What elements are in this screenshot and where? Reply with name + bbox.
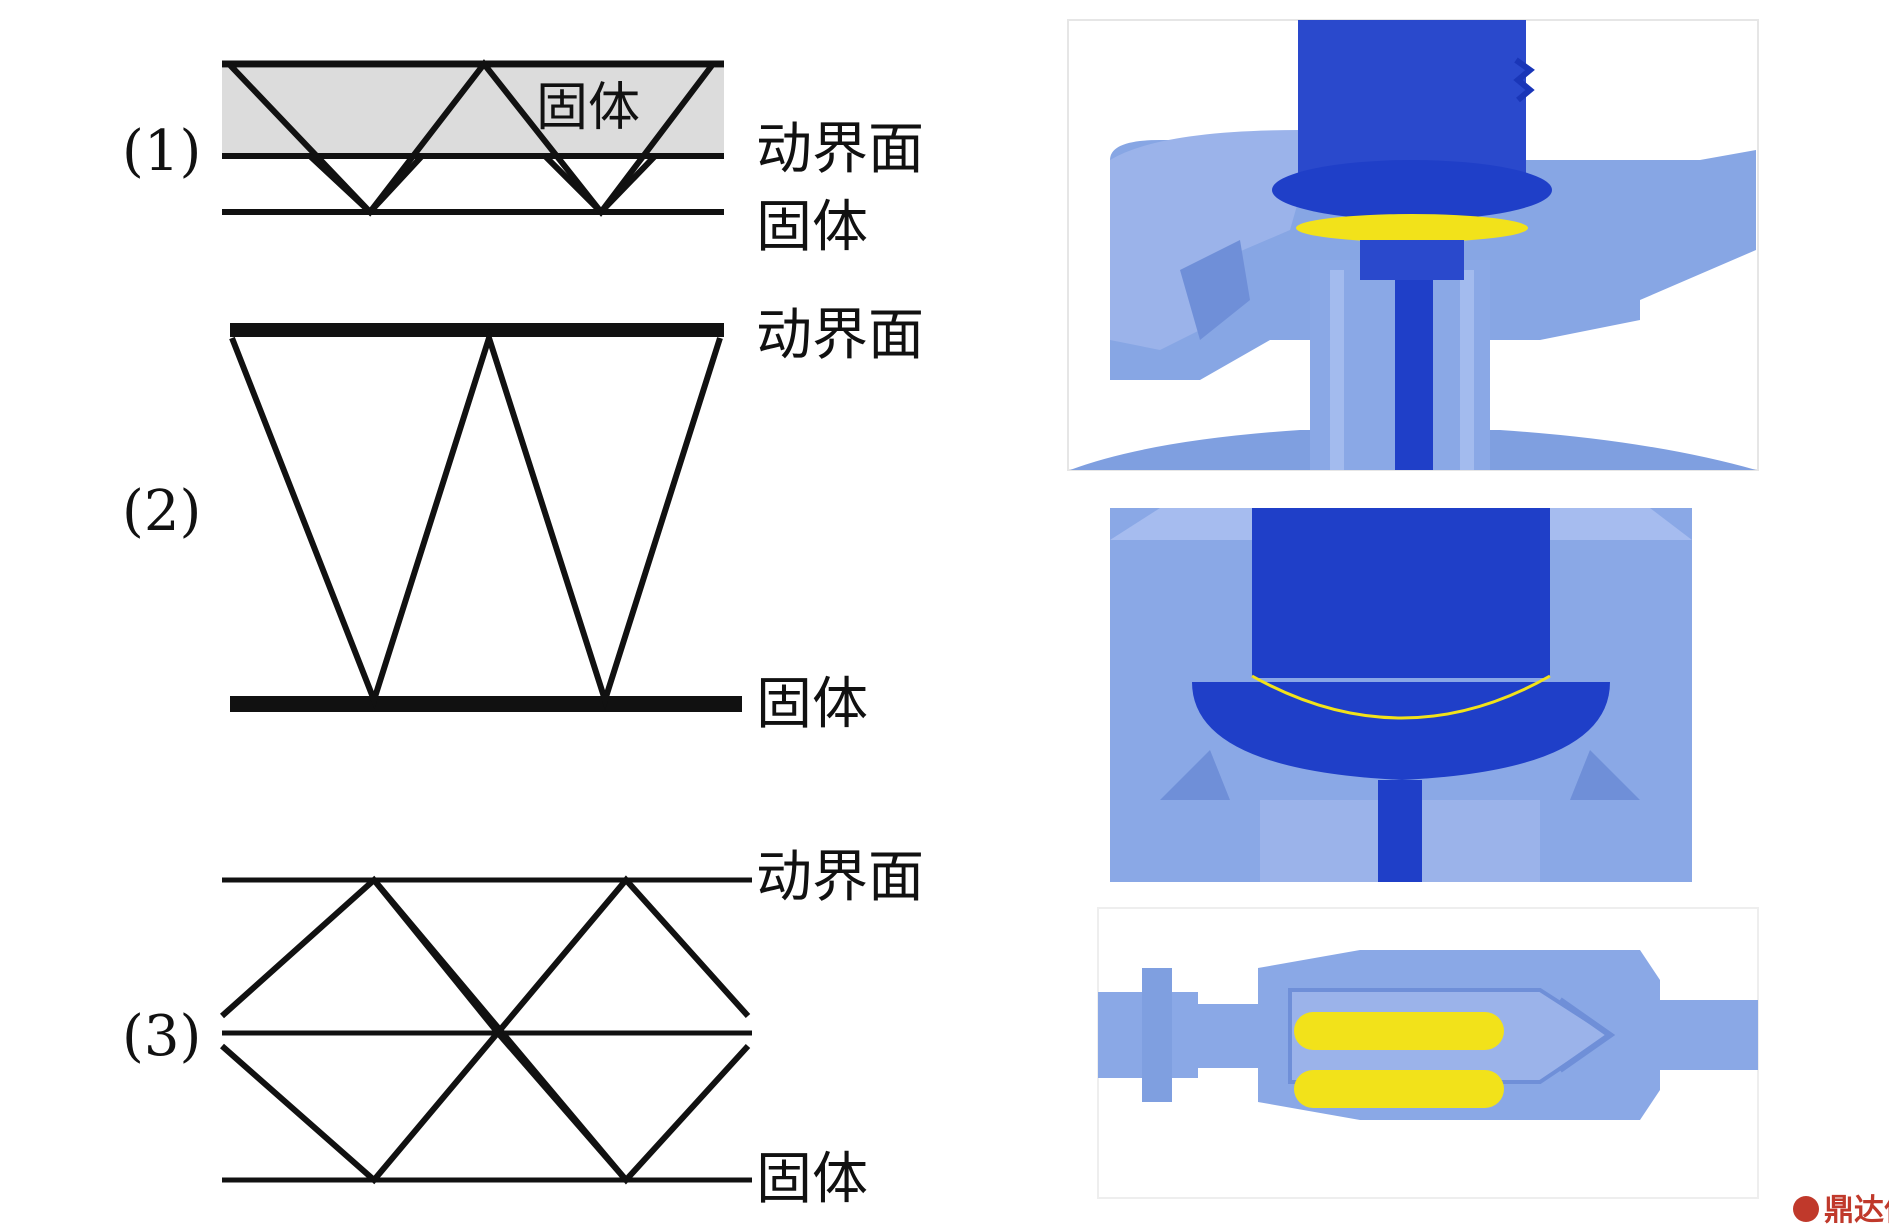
case-1-label: (1) <box>122 119 201 184</box>
ray-path-b <box>220 875 751 1185</box>
seal-line <box>1251 674 1551 720</box>
ray-path-inner-right <box>542 153 658 217</box>
moving-interface-label-3: 动界面 <box>756 845 924 910</box>
moving-interface-label-1: 动界面 <box>756 117 924 182</box>
model-image-3 <box>1097 907 1759 1199</box>
stem <box>1395 280 1433 470</box>
diagram-case-1: (1) 固体 动界面 固体 <box>122 59 924 260</box>
housing-left <box>1110 130 1310 350</box>
diagram-case-2: (2) 动界面 固体 <box>122 303 924 737</box>
ray-path-outer <box>226 59 716 217</box>
column-stripe <box>1330 270 1344 470</box>
outlet-pipe <box>1660 1000 1758 1070</box>
ray-path <box>229 328 723 710</box>
chamber-step-left <box>1160 750 1230 800</box>
watermark: 鼎达信 <box>1793 1193 1889 1228</box>
shaft-thread <box>1513 57 1535 103</box>
inner-solid-label: 固体 <box>536 78 640 138</box>
column-stripe <box>1460 270 1474 470</box>
inlet-flange <box>1142 968 1172 1102</box>
seal-ring <box>1296 214 1528 242</box>
chamber-step-right <box>1570 750 1640 800</box>
flow-arrow <box>1558 997 1616 1073</box>
diagram-case-3: (3) 动界面 固体 <box>122 845 924 1212</box>
model-image-2 <box>1110 508 1692 882</box>
valve-disc <box>1272 160 1552 220</box>
piston-head <box>1192 682 1610 780</box>
case-2-label: (2) <box>122 479 201 544</box>
inlet-neck <box>1198 1004 1258 1068</box>
ray-segment-d <box>495 1031 629 1182</box>
seal-lower <box>1294 1070 1504 1108</box>
moving-interface-label-2: 动界面 <box>756 303 924 368</box>
shaft-neck <box>1360 240 1464 280</box>
case-3-label: (3) <box>122 1004 201 1069</box>
stem <box>1378 780 1422 882</box>
watermark-text: 鼎达信 <box>1824 1193 1889 1228</box>
piston-rod <box>1252 508 1550 678</box>
ray-segment-c <box>371 878 501 1035</box>
solid-label-2: 固体 <box>756 672 868 737</box>
solid-label-1: 固体 <box>756 195 868 260</box>
model-image-1 <box>1067 19 1759 471</box>
housing-step <box>1180 240 1250 340</box>
watermark-logo-icon <box>1793 1196 1819 1222</box>
seal-upper <box>1294 1012 1504 1050</box>
solid-label-3: 固体 <box>756 1147 868 1212</box>
ray-path-inner-left <box>307 153 425 217</box>
